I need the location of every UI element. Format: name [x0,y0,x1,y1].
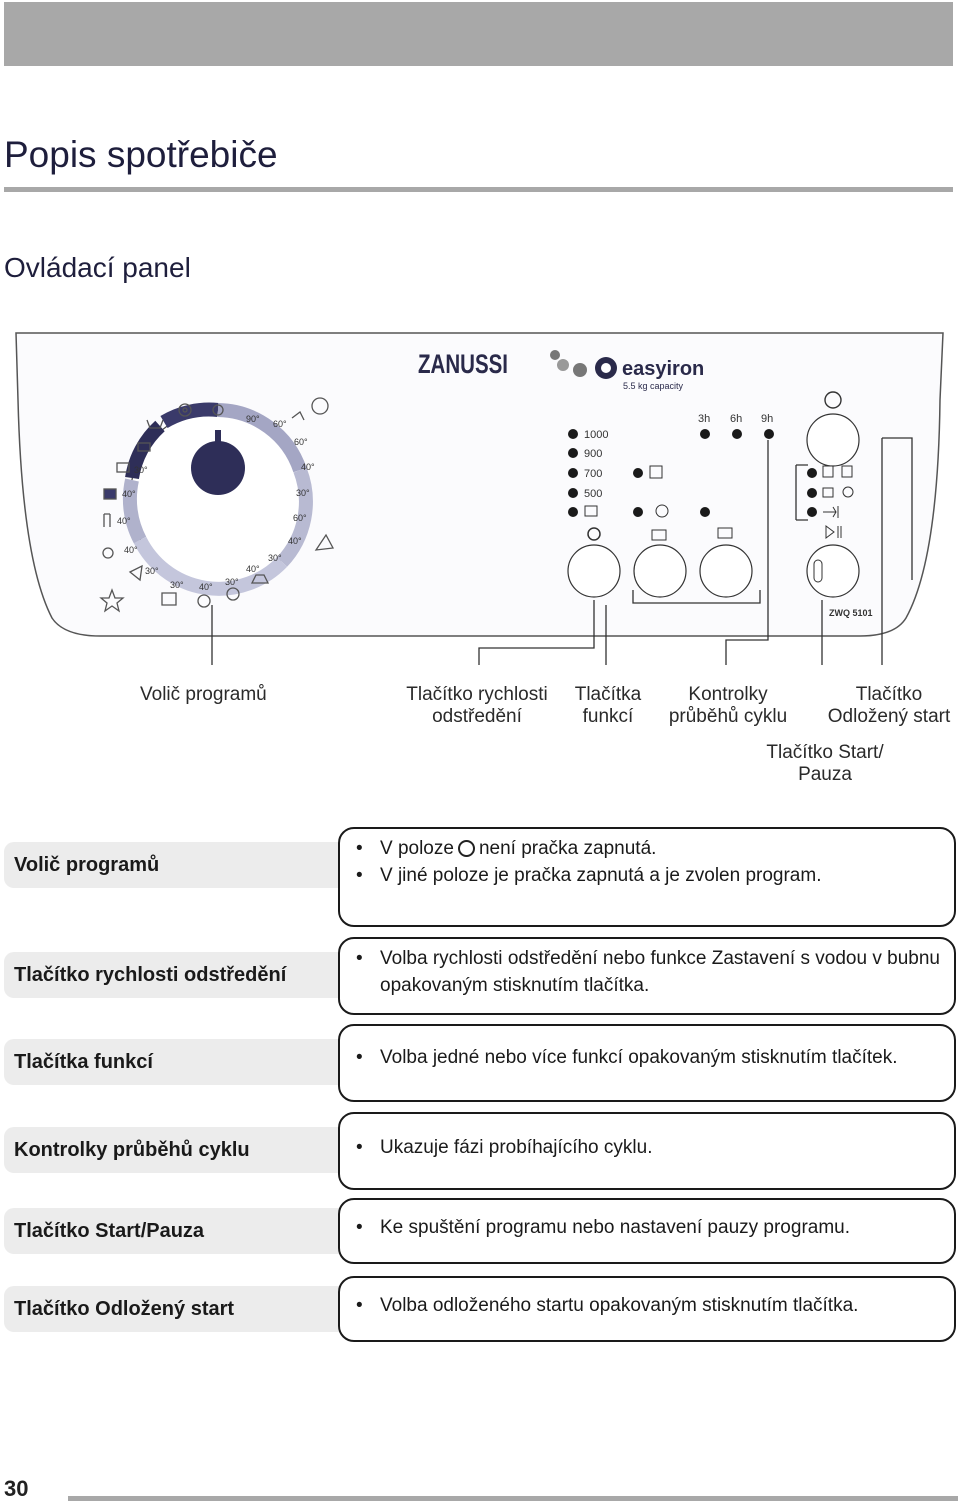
temp-label: 60° [293,513,307,523]
delay-icon [824,391,842,409]
wool-icon [102,547,114,559]
delay-lights: 3h 6h 9h [698,413,774,439]
eco-leaf-icon [311,397,329,415]
svg-text:700: 700 [584,468,602,480]
easyiron-icon [250,574,270,584]
handwash-icon [137,442,151,452]
row-label-cycle-lights: Kontrolky průběhů cyklu [4,1127,339,1173]
dial-program-icons [99,397,335,613]
temp-label: 30° [296,488,310,498]
temp-label: 40° [117,516,131,526]
temp-label: 30° [170,580,184,590]
off-position-icon [457,840,475,858]
callout-start-pause: Tlačítko Start/Pauza [766,742,884,785]
row-box-spin-button: •Volba rychlosti odstředění nebo funkce … [338,937,956,1015]
drain-icon [146,419,164,429]
row-label-spin-button: Tlačítko rychlosti odstředění [4,952,339,998]
silk-icon [314,533,335,551]
temp-label: 30° [134,465,148,475]
row-label-function-buttons: Tlačítka funkcí [4,1039,339,1085]
svg-text:3h: 3h [698,413,710,425]
off-icon [212,404,224,416]
row-label-delay-start: Tlačítko Odložený start [4,1286,339,1332]
jeans-icon [103,513,111,527]
temp-label: 30° [145,566,159,576]
temp-label: 90° [246,414,260,424]
row-label-program-selector: Volič programů [4,842,339,888]
temp-label: 40° [124,545,138,555]
delicate-icon [128,564,143,582]
bio-icon [291,411,305,421]
svg-text:900: 900 [584,448,602,460]
start-pause-button [806,544,860,598]
model-label: ZWQ 5101 [829,608,873,618]
section-title: Ovládací panel [4,252,191,283]
temp-label: 60° [294,437,308,447]
svg-text:6h: 6h [730,413,742,425]
row-box-delay-start: •Volba odloženého startu opakovaným stis… [338,1276,956,1342]
page-title: Popis spotřebiče [4,134,278,175]
temp-label: 40° [288,536,302,546]
svg-text:easyiron: easyiron [622,358,704,380]
title-divider [4,187,953,192]
svg-text:5.5 kg capacity: 5.5 kg capacity [623,381,684,391]
function-button-2 [699,544,753,598]
temp-label: 30° [268,553,282,563]
temp-label: 40° [199,582,213,592]
cotton-icon [226,587,240,601]
top-banner [4,2,953,66]
option-lights [633,465,733,541]
temp-label: 40° [246,564,260,574]
control-panel-illustration: ZANUSSI easyiron 5.5 kg capacity 90° 60°… [15,332,944,665]
eco-icon [103,488,117,500]
progress-lights [807,465,854,539]
delay-button [806,413,860,467]
function-button-1 [633,544,687,598]
page-number: 30 [4,1476,29,1501]
callout-lines [211,437,913,665]
temp-label: 30° [225,577,239,587]
row-label-start-pause: Tlačítko Start/Pauza [4,1208,339,1254]
easyiron-logo-icon: easyiron 5.5 kg capacity [550,350,704,391]
row-box-cycle-lights: •Ukazuje fázi probíhajícího cyklu. [338,1112,956,1190]
spin-icon [178,403,192,417]
spin-button [567,544,621,598]
spin-lights: 1000 900 700 500 [568,429,608,541]
temp-label: 40° [122,489,136,499]
blanket-icon [197,594,211,608]
start-pause-icon [825,525,842,539]
brand-logo: ZANUSSI [418,349,508,379]
rinse-icon [116,462,130,473]
footer-divider [68,1496,958,1501]
svg-text:9h: 9h [761,413,773,425]
row-box-function-buttons: •Volba jedné nebo více funkcí opakovaným… [338,1024,956,1102]
row-box-start-pause: •Ke spuštění programu nebo nastavení pau… [338,1198,956,1264]
svg-text:1000: 1000 [584,429,608,441]
callout-program-selector: Volič programů [140,684,267,705]
temp-label: 40° [301,462,315,472]
temp-label: 60° [273,419,287,429]
svg-text:500: 500 [584,488,602,500]
sport-icon [161,592,177,606]
favourite-icon [99,588,125,613]
